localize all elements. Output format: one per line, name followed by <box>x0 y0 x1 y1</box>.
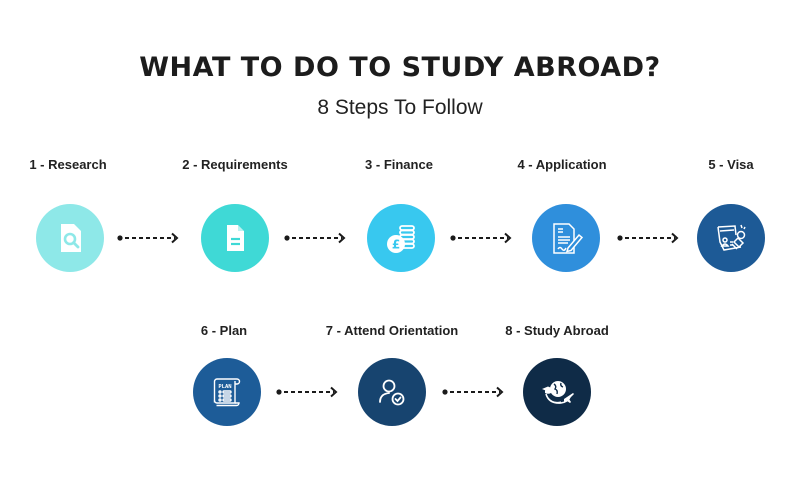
pound-coins-icon: £ <box>387 225 415 253</box>
arrow-4-to-5 <box>617 232 679 244</box>
page-subtitle: 8 Steps To Follow <box>317 96 483 119</box>
step-2-label: 2 - Requirements <box>182 157 288 172</box>
step-7-label: 7 - Attend Orientation <box>325 323 459 338</box>
step-2-requirements <box>201 204 269 272</box>
arrow-6-to-7 <box>276 386 338 398</box>
step-1-research <box>36 204 104 272</box>
arrow-2-to-3 <box>284 232 346 244</box>
step-3-label: 3 - Finance <box>365 157 433 172</box>
step-4-label: 4 - Application <box>517 157 607 172</box>
passport-stamp-icon <box>717 224 746 251</box>
user-check-icon <box>379 379 405 406</box>
step-5-label: 5 - Visa <box>708 157 754 172</box>
step-8-label: 8 - Study Abroad <box>505 323 609 338</box>
step-8-study-abroad <box>523 358 591 426</box>
arrow-3-to-4 <box>450 232 512 244</box>
step-4-application <box>532 204 600 272</box>
plan-scroll-icon: PLAN <box>213 378 241 407</box>
globe-travel-icon <box>542 381 574 404</box>
document-icon <box>227 225 244 251</box>
step-7-attend-orientation <box>358 358 426 426</box>
page-title: WHAT TO DO TO STUDY ABROAD? <box>139 52 661 83</box>
arrow-7-to-8 <box>442 386 504 398</box>
step-5-visa <box>697 204 765 272</box>
step-6-label: 6 - Plan <box>200 323 248 338</box>
step-6-plan: PLAN <box>193 358 261 426</box>
step-3-finance: £ <box>367 204 435 272</box>
svg-text:PLAN: PLAN <box>218 384 231 390</box>
step-1-label: 1 - Research <box>29 157 107 172</box>
signed-form-icon <box>553 223 584 254</box>
arrow-1-to-2 <box>117 232 179 244</box>
svg-text:£: £ <box>392 238 400 252</box>
document-search-icon <box>61 224 81 252</box>
